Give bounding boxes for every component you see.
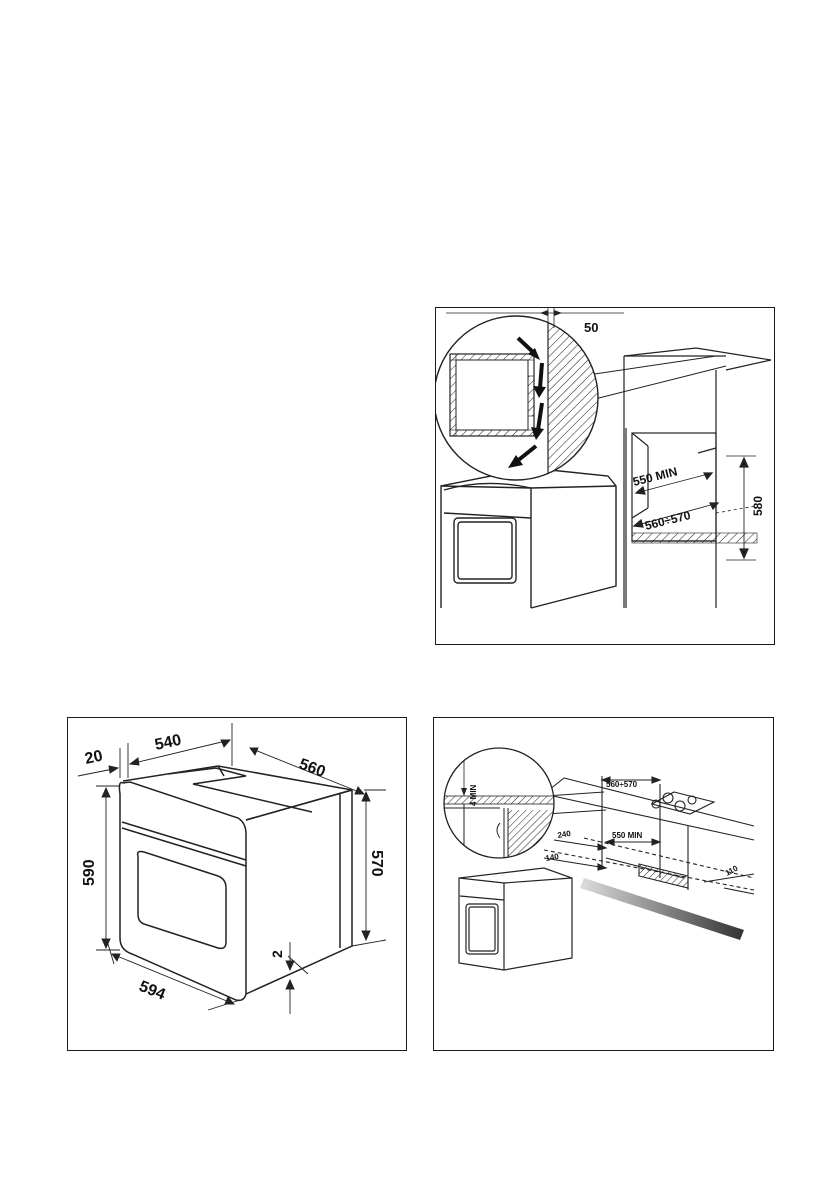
label-body-height: 570 — [368, 850, 385, 877]
worktop — [543, 776, 755, 895]
label-dim-110: 110 — [724, 864, 740, 878]
label-min-width: 550 MIN — [631, 464, 678, 489]
ventilation-niche-diagram: 50 550 MIN 560÷570 580 — [435, 307, 775, 645]
label-height: 580 — [751, 496, 765, 516]
label-min-width: 550 MIN — [612, 831, 642, 840]
detail-magnifier — [436, 308, 624, 481]
label-dim-240: 240 — [557, 829, 572, 840]
label-front-width: 594 — [137, 978, 168, 1004]
oven-outline — [118, 765, 353, 1002]
label-gap: 50 — [584, 320, 598, 335]
cabinet-column — [623, 347, 772, 608]
ventilation-niche-drawing: 50 550 MIN 560÷570 580 — [436, 308, 772, 609]
floor-strip — [580, 878, 744, 940]
dimension-lines — [77, 723, 387, 1014]
label-body-depth: 540 — [153, 732, 183, 754]
detail-magnifier — [443, 747, 607, 859]
under-hob-drawing: 4 MIN 560÷570 550 MIN 240 140 110 — [443, 747, 755, 971]
label-dim-140: 140 — [545, 852, 560, 863]
label-front-depth: 20 — [83, 748, 104, 768]
oven-body — [440, 467, 617, 609]
label-width-range: 560÷570 — [643, 508, 692, 533]
oven-dimensions-drawing: 20 540 560 590 570 2 594 — [77, 723, 387, 1014]
oven-body — [458, 867, 573, 971]
oven-dimensions-diagram: 20 540 560 590 570 2 594 — [67, 717, 407, 1051]
label-width-range: 560÷570 — [606, 780, 638, 789]
label-side-depth: 560 — [297, 756, 328, 781]
label-front-height: 590 — [81, 859, 98, 886]
label-min-gap: 4 MIN — [469, 784, 478, 806]
under-hob-diagram: 4 MIN 560÷570 550 MIN 240 140 110 — [433, 717, 774, 1051]
label-bottom-gap: 2 — [269, 950, 285, 958]
detail-leader-lines — [580, 355, 727, 401]
